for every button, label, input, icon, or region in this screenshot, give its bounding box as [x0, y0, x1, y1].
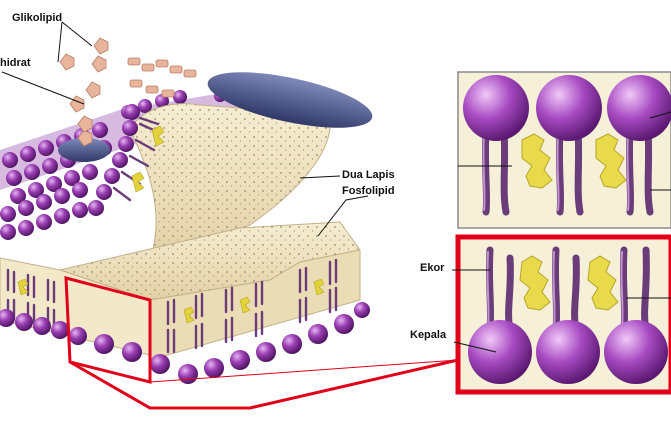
curled-sheet: [88, 103, 331, 261]
dua-lapis-label-2: Fosfolipid: [342, 185, 395, 197]
integral-protein: [127, 57, 373, 128]
membrane-model: [0, 37, 373, 384]
glikolipid-label: Glikolipid: [12, 12, 63, 24]
karbohidrat-label: hidrat: [0, 57, 31, 69]
glycolipid: [58, 37, 110, 162]
kepala-label: Kepala: [410, 329, 447, 341]
label-leaders: [1, 21, 369, 237]
zoom-panel-bottom: [452, 234, 671, 395]
zoom-panel-top: [457, 71, 671, 229]
ekor-label: Ekor: [420, 262, 445, 274]
upper-edge-heads: [0, 202, 88, 240]
dua-lapis-label-1: Dua Lapis: [342, 169, 395, 181]
front-bilayer: [0, 221, 370, 384]
zoom-connector: [69, 358, 459, 410]
